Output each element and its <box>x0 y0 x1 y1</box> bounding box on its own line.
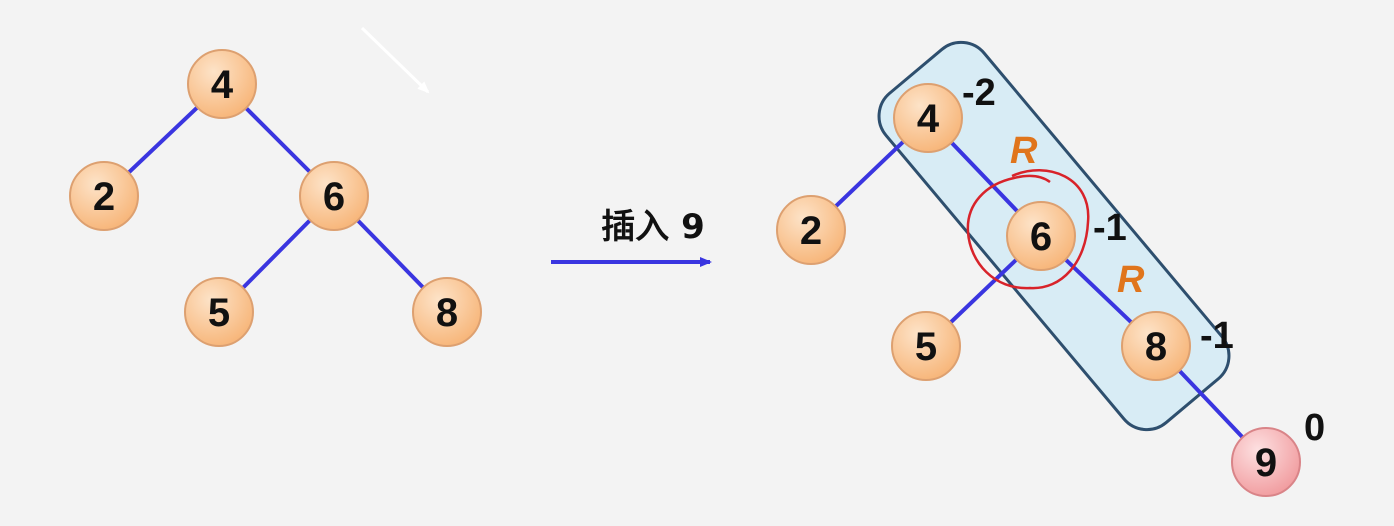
node-label: 4 <box>211 63 234 107</box>
balance-factor-label: -2 <box>962 72 996 114</box>
pivot-circle-mark <box>966 169 1090 290</box>
node-label: 4 <box>917 97 940 141</box>
node-label: 5 <box>915 325 937 369</box>
tree-node: 5 <box>184 277 254 347</box>
node-label: 8 <box>436 291 458 335</box>
balance-factor-label: 0 <box>1304 407 1325 449</box>
node-label: 6 <box>1030 215 1052 259</box>
after-tree-nodes: 4 -2 2 6 -1 5 8 -1 9 0 <box>776 72 1325 497</box>
node-label: 2 <box>93 175 115 219</box>
before-tree-nodes: 4 2 6 5 8 <box>69 49 482 347</box>
node-label: 8 <box>1145 325 1167 369</box>
before-tree-edges <box>102 82 449 314</box>
node-label: 5 <box>208 291 230 335</box>
tree-node: 2 <box>69 161 139 231</box>
balance-factor-label: -1 <box>1200 315 1234 357</box>
insert-operation-label: 插入 9 <box>601 207 705 247</box>
tree-node: 8 <box>412 277 482 347</box>
decorative-white-arrow <box>360 26 430 94</box>
tree-node: 4 -2 <box>893 72 996 153</box>
tree-node: 2 <box>776 195 846 265</box>
tree-node: 6 <box>299 161 369 231</box>
node-label: 9 <box>1255 441 1277 485</box>
rotation-label: R <box>1010 130 1038 172</box>
tree-node: 8 -1 <box>1121 311 1234 381</box>
inserted-node: 9 0 <box>1231 407 1325 497</box>
balance-factor-label: -1 <box>1093 207 1127 249</box>
node-label: 6 <box>323 175 345 219</box>
tree-node: 4 <box>187 49 257 119</box>
node-label: 2 <box>800 209 822 253</box>
tree-node: 6 -1 <box>1006 201 1127 271</box>
tree-node: 5 <box>891 311 961 381</box>
rotation-label: R <box>1117 259 1145 301</box>
